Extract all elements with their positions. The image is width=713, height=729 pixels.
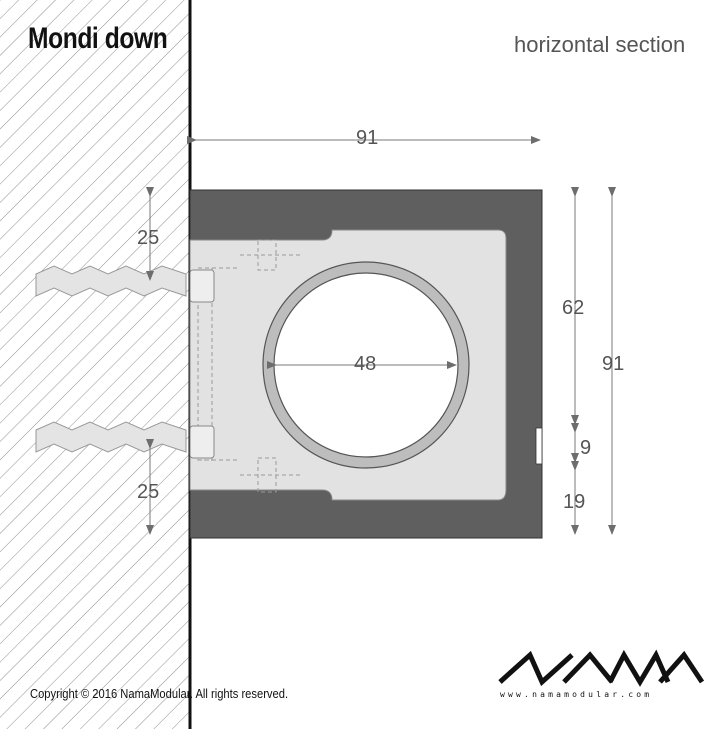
view-label: horizontal section [514,32,686,57]
dim-total-height: 91 [602,353,625,375]
dimension-lines [146,136,616,535]
wall [0,0,192,729]
page-title: Mondi down [28,22,168,55]
dim-bottom-anchor-offset: 25 [137,481,160,503]
dim-total-width: 91 [356,127,379,149]
dim-tube-diameter: 48 [354,353,377,375]
brand-url: www.namamodular.com [500,690,653,699]
dim-lower-segment: 19 [563,491,586,513]
nama-logo [498,649,705,687]
dim-slot: 9 [580,437,592,459]
copyright-notice: Copyright © 2016 NamaModular. All rights… [30,686,289,701]
dim-upper-segment: 62 [562,297,585,319]
dim-top-anchor-offset: 25 [137,227,160,249]
